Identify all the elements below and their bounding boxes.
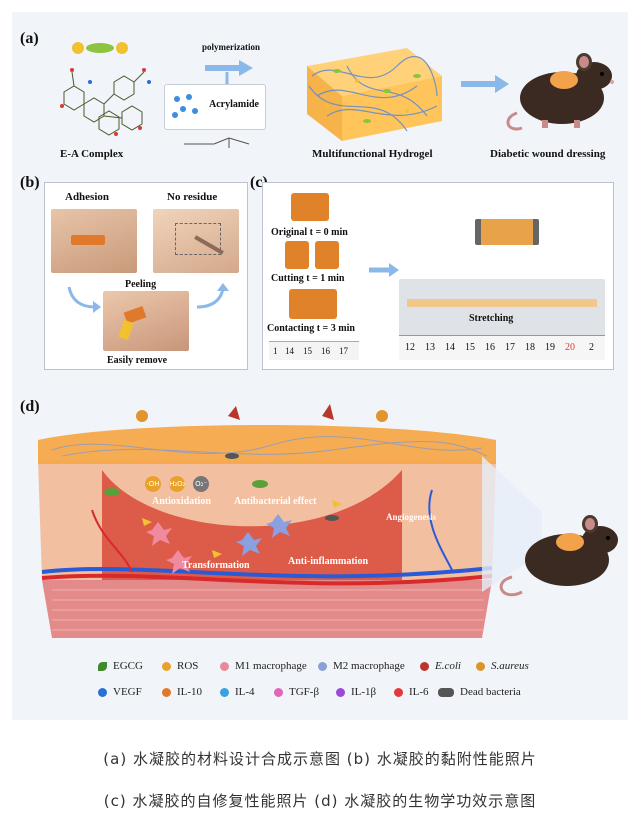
no-residue-photo: [153, 209, 239, 273]
mouse-icon: [506, 53, 614, 131]
arrow-right-icon: [461, 75, 509, 93]
legend-il6: IL-6: [394, 686, 429, 698]
il10-icon: [162, 687, 171, 697]
ros-badge-peroxide: H₂O₂: [169, 476, 185, 492]
legend-vegf: VEGF: [98, 686, 142, 698]
ea-complex-label: E-A Complex: [60, 148, 124, 160]
tgfb-icon: [274, 687, 283, 697]
hydrogel-label: Multifunctional Hydrogel: [312, 148, 433, 160]
legend-il4: IL-4: [220, 686, 255, 698]
dressing-label: Diabetic wound dressing: [490, 148, 606, 160]
acrylamide-box: Acrylamide: [164, 84, 266, 130]
anti-inflammation-label: Anti-inflammation: [288, 556, 368, 567]
ros-icon: [162, 661, 171, 671]
il4-icon: [220, 687, 229, 697]
vegf-icon: [98, 687, 107, 697]
legend-m1: M1 macrophage: [220, 660, 307, 672]
cut-gel-right: [315, 241, 339, 269]
stretching-label: Stretching: [469, 313, 514, 324]
easily-remove-label: Easily remove: [107, 355, 168, 366]
panel-a-label: (a): [20, 30, 39, 47]
legend-dead-bacteria: Dead bacteria: [438, 686, 521, 698]
clamped-gel-photo: [475, 219, 539, 245]
stretching-photo: Stretching 12 13 14 15 16 17 18 19 20 2: [399, 279, 605, 360]
stretched-gel: [407, 299, 597, 307]
ruler-large: 12 13 14 15 16 17 18 19 20 2: [399, 335, 605, 360]
acrylamide-formula-icon: [184, 137, 250, 148]
ros-badge-hydroxyl: ·OH: [145, 476, 161, 492]
acrylamide-label: Acrylamide: [209, 99, 259, 110]
panel-b-box: Adhesion No residue Peeling Easily remov…: [44, 182, 248, 370]
panel-c-box: Original t = 0 min Cutting t = 1 min Con…: [262, 182, 614, 370]
polymerization-label: polymerization: [202, 42, 260, 52]
no-residue-label: No residue: [167, 191, 218, 203]
adhesion-label: Adhesion: [65, 191, 110, 203]
cut-gel-left: [285, 241, 309, 269]
il1b-icon: [336, 687, 345, 697]
ros-badge-superoxide: O₂⁻: [193, 476, 210, 492]
ea-complex-structure: [60, 68, 151, 136]
ros-badges: ·OH H₂O₂ O₂⁻: [142, 470, 212, 493]
adhesion-photo: [51, 209, 137, 273]
dumbbell-icon: [72, 42, 128, 54]
residue-check-box: [175, 223, 221, 255]
caption-line-1: (a) 水凝胶的材料设计合成示意图 (b) 水凝胶的黏附性能照片: [103, 750, 537, 768]
caption-line-2: (c) 水凝胶的自修复性能照片 (d) 水凝胶的生物学功效示意图: [103, 792, 537, 810]
legend-ros: ROS: [162, 660, 198, 672]
hydrogel-patch: [71, 235, 105, 245]
angiogenesis-label: Angiogenesis: [386, 512, 437, 522]
zoom-mouse-icon: [482, 456, 618, 597]
legend-m2: M2 macrophage: [318, 660, 405, 672]
legend-ecoli: E.coli: [420, 660, 461, 672]
m1-macrophage-icon: [220, 661, 229, 671]
legend-il10: IL-10: [162, 686, 202, 698]
antioxidation-label: Antioxidation: [152, 496, 211, 507]
saureus-icon: [476, 661, 485, 671]
legend-il1b: IL-1β: [336, 686, 376, 698]
m2-macrophage-icon: [318, 661, 327, 671]
monomer-dots-icon: [172, 94, 198, 118]
legend-saureus: S.aureus: [476, 660, 529, 672]
ecoli-icon: [420, 661, 429, 671]
curved-arrow-right-icon: [196, 283, 229, 309]
contacting-label: Contacting t = 3 min: [267, 323, 355, 334]
egcg-leaf-icon: [98, 661, 107, 671]
hydrogel-block-icon: [307, 48, 442, 141]
figure-container: (a) E-A Complex polymerization: [12, 12, 628, 720]
curved-arrow-left-icon: [67, 286, 101, 313]
panel-d-label: (d): [20, 398, 40, 415]
il6-icon: [394, 687, 403, 697]
arrow-right-icon: [369, 263, 399, 277]
transformation-label: Transformation: [182, 560, 250, 571]
dead-bacteria-icon: [438, 687, 454, 697]
pointer-arrow-icon: [118, 319, 134, 341]
ruler-small: 1 14 15 16 17: [269, 341, 359, 360]
polymerization-arrow-icon: [205, 60, 253, 86]
healed-gel: [289, 289, 337, 319]
legend-tgfb: TGF-β: [274, 686, 319, 698]
original-gel: [291, 193, 329, 221]
legend-egcg: EGCG: [98, 660, 143, 672]
cutting-label: Cutting t = 1 min: [271, 273, 345, 284]
peeling-photo: [103, 291, 189, 351]
panel-b-label: (b): [20, 174, 40, 191]
peeling-label: Peeling: [125, 279, 157, 290]
original-label: Original t = 0 min: [271, 227, 348, 238]
antibacterial-label: Antibacterial effect: [234, 496, 317, 507]
